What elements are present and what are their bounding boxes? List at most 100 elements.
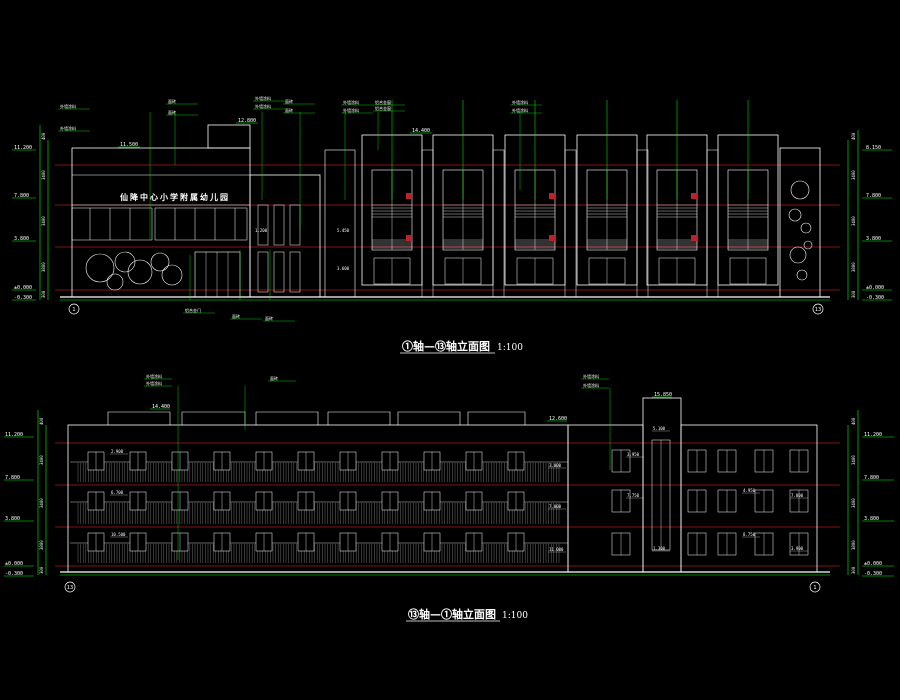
floor-mark: 4.950 [743,488,756,493]
lower-view-title: ⑬轴—①轴立面图 [408,607,496,621]
stair-windows [257,204,301,293]
roof-elevation: 12.600 [549,416,567,422]
elevation-mark: ±0.000 [864,561,882,567]
elevation-mark: 3.800 [864,516,879,522]
elevation-mark: 3.800 [5,516,20,522]
dimension-value: 3800 [851,540,856,550]
material-annotation: 铝合金窗 [375,105,391,111]
roof-elevation: 14.400 [152,404,170,410]
upper-view-title: ①轴—⑬轴立面图 [402,339,490,353]
axis-bubble-right [809,581,821,593]
axis-bubble-left [64,581,76,593]
material-annotation: 外墙涂料 [255,103,271,109]
lower-view-scale: 1:100 [502,611,528,621]
classroom-bay [504,100,577,298]
material-annotation: 外墙涂料 [146,380,162,386]
elevation-mark: 7.800 [14,193,29,199]
material-annotation: 铝合金窗 [375,99,391,105]
dimension-value: 3400 [39,498,44,508]
floor-marks: 2.9006.70010.5003.0007.00011.0003.9507.7… [110,426,808,553]
elevation-mark: ±0.000 [14,285,32,291]
material-annotations: 外墙涂料外墙涂料面砖外墙涂料外墙涂料 [144,373,611,560]
dimension-value: 3400 [851,216,856,226]
roof-elevation: 11.500 [120,142,138,148]
floor-mark: 8.750 [743,532,756,537]
material-annotation: 面砖 [270,375,278,381]
elevation-mark: 7.800 [866,193,881,199]
upper-view-scale: 1:100 [497,343,523,353]
floor-mark: 3.900 [791,546,804,551]
elevation-mark: ±0.000 [5,561,23,567]
end-block [680,424,818,573]
elevation-mark: ±0.000 [866,285,884,291]
roof-elevation-marks: 11.500 12.800 14.400 [118,118,432,148]
dimension-value: 400 [851,132,856,140]
dimension-value: 300 [39,566,44,574]
end-wall-portholes [788,180,813,281]
axis-label-left: 1 [72,307,75,313]
elevation-mark: 7.800 [864,475,879,481]
dimension-value: 3400 [851,455,856,465]
material-annotation: 外墙涂料 [60,125,76,131]
floor-mark: 3.950 [627,452,640,457]
elevation-mark: 3.800 [866,236,881,242]
classroom-bay [717,100,779,286]
axis-label-right: 1 [813,585,816,591]
floor-mark: 3.000 [549,463,562,468]
dim-mark: 1.200 [255,228,268,233]
material-annotation: 外墙涂料 [512,99,528,105]
elevation-mark: -0.300 [866,295,884,301]
dimension-value: 3400 [851,498,856,508]
dimension-value: 300 [41,290,46,298]
corridor-floor [70,532,568,563]
material-annotation: 面砖 [285,107,293,113]
floor-mark: 2.900 [111,449,124,454]
dimension-value: 400 [39,417,44,425]
building-sign: 仙降中心小学附属幼儿园 [120,192,230,202]
dimension-value: 3400 [39,455,44,465]
material-annotation: 面砖 [168,109,176,115]
corridor-floor [70,451,568,482]
material-annotation: 外墙涂料 [343,99,359,105]
kindergarten-windows [71,207,248,241]
dimension-value: 400 [41,132,46,140]
dim-mark: 5.450 [337,228,350,233]
corridor-bands [70,451,568,563]
material-annotation: 面砖 [232,313,240,319]
dimension-value: 3400 [851,170,856,180]
dimension-value: 300 [851,290,856,298]
roof-elevation: 15.850 [654,392,672,398]
elevation-mark: 7.800 [5,475,20,481]
floor-mark: 1.300 [653,546,666,551]
material-annotation: 面砖 [285,98,293,104]
dimension-value: 300 [851,566,856,574]
dimension-value: 3800 [851,262,856,272]
floor-mark: 6.700 [111,490,124,495]
stair-tower [249,174,321,298]
floor-mark: 11.000 [549,547,564,552]
roof-elevation: 14.400 [412,128,430,134]
dimension-value: 3400 [41,170,46,180]
roof-elevation-marks: 14.400 15.850 12.600 [150,392,672,422]
elevation-mark: 3.800 [14,236,29,242]
axis-label-left: 13 [67,585,73,591]
material-annotation: 铝合金门 [185,307,201,313]
material-annotation: 外墙涂料 [255,95,271,101]
floor-mark: 5.100 [653,426,666,431]
connector-block [324,149,356,298]
material-annotation: 外墙涂料 [146,373,162,379]
elevation-mark: -0.300 [14,295,32,301]
elevation-mark: 11.200 [14,145,32,151]
floor-mark: 7.750 [627,493,640,498]
roof-elevation: 12.800 [238,118,256,124]
elevation-marks-left: 11.200 7.800 3.800 ±0.000 -0.300 [12,145,36,301]
dimension-value: 3400 [41,216,46,226]
elevation-mark: -0.300 [5,571,23,577]
